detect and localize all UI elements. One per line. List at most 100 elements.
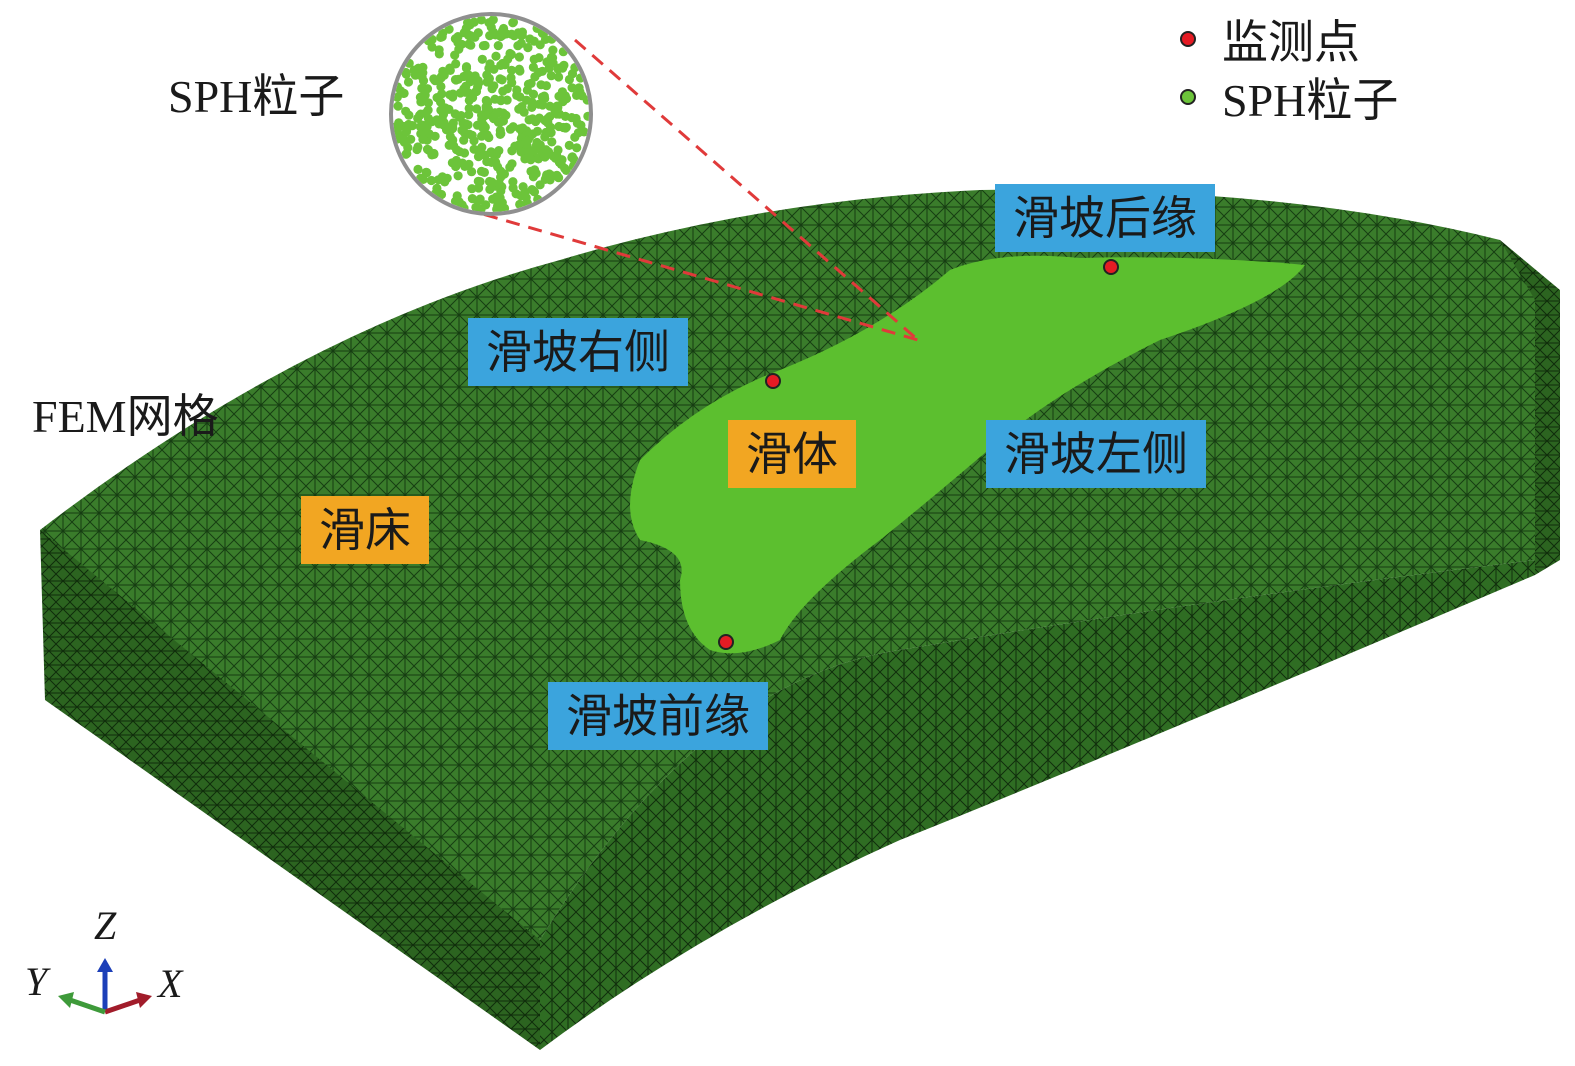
sph-particle (508, 183, 518, 193)
sph-particle (514, 52, 525, 62)
sph-particle (394, 118, 404, 128)
sph-particle (505, 162, 515, 172)
sph-particle (554, 72, 564, 82)
sph-particle (447, 158, 457, 168)
sph-particle (485, 184, 495, 194)
magnifier-border (389, 12, 593, 216)
sph-particle (444, 24, 454, 34)
sph-particle (515, 124, 525, 134)
sph-particle (436, 32, 446, 43)
sph-particle (471, 86, 482, 97)
sph-particle (537, 66, 548, 76)
sph-particle (484, 63, 494, 73)
sph-particle (475, 177, 485, 187)
sph-particle (564, 74, 575, 85)
sph-particle (574, 83, 584, 93)
monitor-point-legend-icon (1180, 31, 1196, 47)
legend-sph-particle: SPH粒子 (1180, 64, 1398, 130)
sph-particle (494, 178, 504, 189)
slope-right-tag: 滑坡右侧 (468, 318, 688, 386)
sph-particle (517, 102, 527, 112)
sph-particle (464, 95, 474, 105)
sph-particle (576, 120, 586, 130)
sph-particle (539, 91, 549, 101)
sph-particle (398, 88, 408, 98)
sph-particle (445, 131, 455, 142)
sph-particle (473, 28, 483, 38)
sph-particle (496, 95, 506, 105)
sph-particle (564, 140, 574, 150)
sph-particle (450, 34, 460, 44)
slope-left-tag: 滑坡左侧 (986, 420, 1206, 488)
sph-particle (477, 131, 487, 141)
sph-particle (548, 45, 558, 55)
sph-particle (457, 125, 467, 135)
sph-particle (413, 63, 423, 73)
sph-particle (463, 120, 473, 130)
sph-particle (528, 172, 539, 182)
sph-particle (505, 48, 515, 59)
sph-particle (483, 104, 493, 114)
sph-particle (434, 45, 444, 55)
sph-particle (447, 124, 458, 134)
sph-particle (461, 62, 472, 72)
sph-particle (500, 60, 510, 70)
fem-mesh-label: FEM网格 (32, 391, 219, 442)
sph-particle (536, 80, 546, 90)
sph-particle (473, 196, 483, 206)
sph-particle (432, 183, 442, 193)
sph-particle (467, 184, 477, 194)
sph-particle (546, 52, 557, 63)
sph-particle (476, 16, 486, 25)
sph-particle (516, 147, 526, 157)
sph-particle (459, 27, 469, 38)
slope-front-tag: 滑坡前缘 (548, 682, 768, 750)
sph-particle (403, 77, 414, 87)
sph-particle (401, 67, 411, 78)
sph-particle (508, 17, 518, 27)
sph-particle (530, 165, 540, 175)
sph-particle (521, 95, 532, 105)
sph-particle (441, 121, 451, 131)
sph-particle (482, 77, 492, 87)
sph-particle (561, 165, 571, 175)
sph-particle (523, 43, 533, 53)
sph-particle (454, 44, 464, 54)
sph-particle (481, 95, 491, 106)
sph-particle (437, 172, 447, 182)
sph-particle (561, 94, 572, 104)
sph-particle (540, 34, 551, 45)
sph-particle (477, 54, 487, 64)
sph-particle (521, 193, 531, 203)
sph-particle (404, 119, 414, 130)
sph-particle (464, 103, 474, 113)
sph-particle (495, 129, 505, 139)
sph-particle (531, 140, 542, 150)
sph-particle (534, 99, 544, 109)
sph-particle-legend-icon (1180, 89, 1196, 105)
sph-particle (430, 131, 440, 141)
sph-particle (453, 171, 463, 181)
sph-particle (498, 86, 508, 96)
sph-particle (529, 54, 539, 64)
axis-triad-icon (58, 958, 152, 1015)
sph-particle (467, 130, 477, 140)
sph-particle (418, 134, 428, 144)
sph-particle (497, 75, 507, 85)
sph-particle (494, 146, 504, 156)
legend-sph-particle-label: SPH粒子 (1222, 75, 1399, 126)
leader-line-bottom (461, 206, 919, 342)
sph-particle (416, 109, 426, 119)
sph-particle (491, 51, 501, 61)
sph-particle (513, 41, 523, 51)
sph-particle (459, 71, 469, 82)
sph-particle (413, 164, 423, 174)
sph-particle (395, 133, 405, 143)
sph-particle (557, 87, 568, 97)
sph-particle (427, 150, 437, 160)
sph-particle (506, 73, 516, 83)
sph-particle (583, 111, 589, 121)
sph-particle (507, 146, 517, 156)
